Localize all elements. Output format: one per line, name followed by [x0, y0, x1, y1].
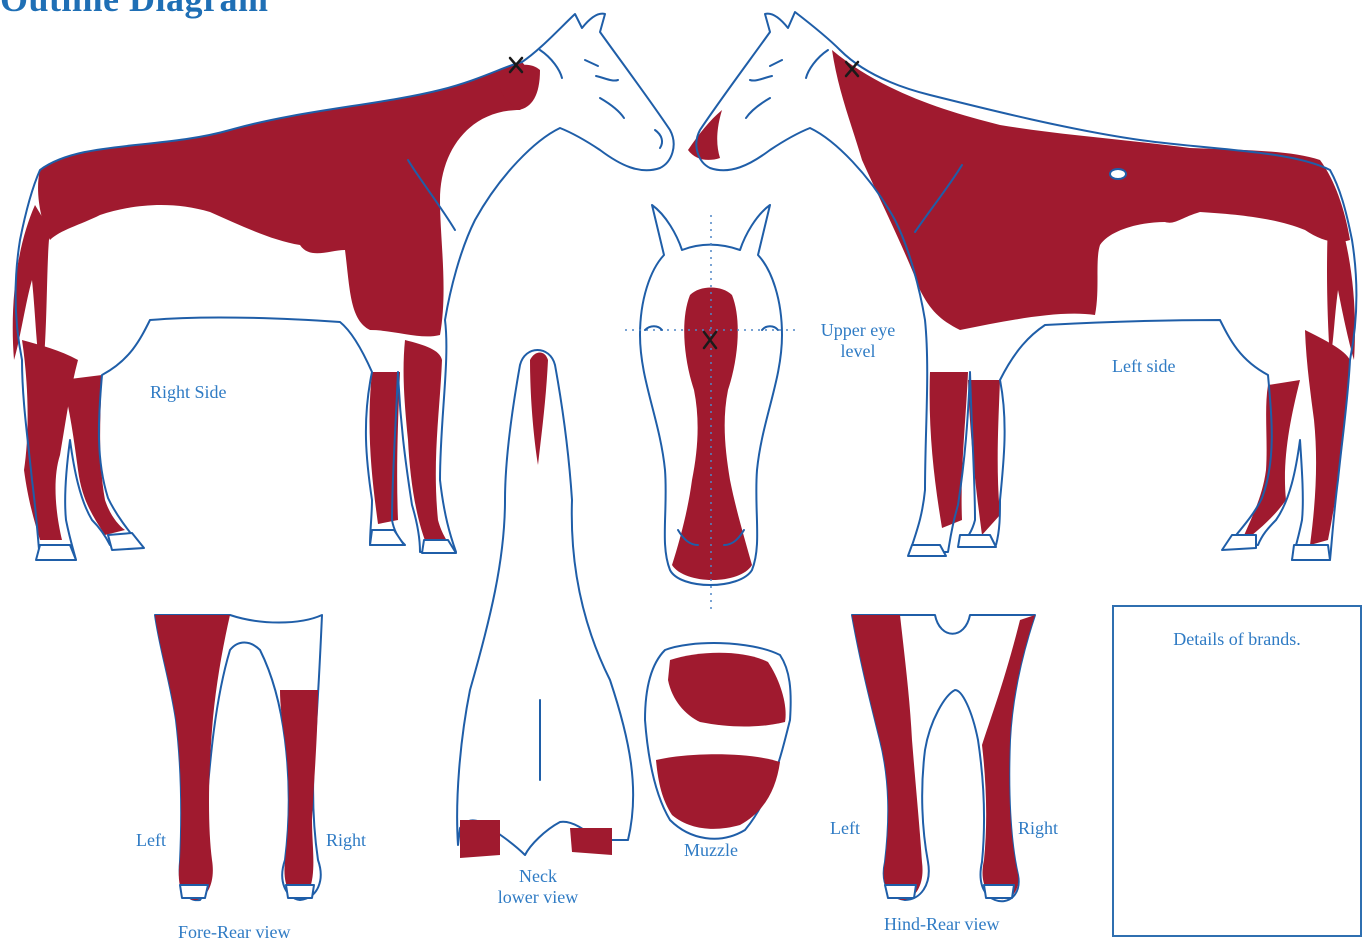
neck-lower-view-label: Neck lower view — [484, 866, 592, 908]
left-side-hoof — [1292, 545, 1330, 560]
upper-eye-level-line-1: Upper eye — [812, 320, 904, 341]
muzzle-label: Muzzle — [684, 840, 738, 861]
hind-rear-left-hoof — [885, 885, 916, 898]
muzzle-view — [645, 643, 791, 839]
right-side-eye — [585, 60, 618, 81]
right-side-fore-leg-marking — [370, 372, 400, 524]
right-side-body-outline — [16, 14, 674, 560]
fore-rear-left-label: Left — [136, 830, 166, 851]
hind-rear-left-leg-marking — [852, 615, 923, 900]
hind-rear-view-label: Hind-Rear view — [884, 914, 999, 935]
muzzle-upper-marking — [668, 653, 786, 727]
hind-rear-left-label: Left — [830, 818, 860, 839]
neck-lower-marking — [530, 353, 548, 466]
right-side-label: Right Side — [150, 382, 227, 403]
neck-lower-view — [457, 350, 633, 858]
fore-rear-right-leg-marking — [280, 690, 318, 898]
left-side-white-spot — [1110, 169, 1126, 179]
left-side-ear-line — [806, 50, 828, 78]
left-side-eye — [750, 60, 782, 81]
fore-rear-view — [155, 615, 322, 900]
left-side-horse — [688, 12, 1356, 560]
brand-details-box[interactable]: Details of brands. — [1112, 605, 1362, 937]
hind-rear-view — [852, 615, 1035, 901]
head-front-view — [625, 205, 800, 610]
left-side-cheek — [746, 98, 770, 118]
left-side-hoof — [908, 545, 946, 556]
right-side-hoof — [36, 545, 76, 560]
fore-rear-right-label: Right — [326, 830, 366, 851]
left-side-muzzle-marking — [688, 110, 722, 160]
right-side-hoof — [422, 540, 456, 553]
right-side-cheek — [600, 98, 624, 118]
hind-rear-right-label: Right — [1018, 818, 1058, 839]
neck-lower-left-foot-marking — [460, 820, 500, 858]
fore-rear-left-leg-marking — [155, 615, 230, 900]
left-side-label: Left side — [1112, 356, 1175, 377]
left-side-fore-leg-marking — [930, 372, 968, 528]
neck-lower-outline — [457, 350, 633, 855]
right-side-nostril — [655, 130, 662, 148]
right-side-ear-line — [540, 50, 562, 78]
right-side-horse — [13, 14, 674, 560]
brand-details-title: Details of brands. — [1114, 629, 1360, 650]
fore-rear-left-hoof — [180, 885, 208, 898]
left-side-hoof — [1222, 535, 1256, 550]
right-side-body-marking — [38, 62, 531, 336]
right-side-hoof — [370, 530, 404, 545]
upper-eye-level-line-2: level — [812, 341, 904, 362]
right-side-hoof — [108, 533, 144, 550]
hind-rear-right-leg-marking — [982, 615, 1035, 899]
upper-eye-level-label: Upper eye level — [812, 320, 904, 362]
left-side-body-marking — [832, 50, 1350, 330]
neck-lower-right-foot-marking — [570, 828, 612, 855]
left-side-hoof — [958, 535, 996, 547]
muzzle-lower-marking — [656, 754, 780, 829]
neck-label-line-1: Neck — [484, 866, 592, 887]
neck-label-line-2: lower view — [484, 887, 592, 908]
hind-rear-right-hoof — [984, 885, 1014, 898]
fore-rear-right-hoof — [286, 885, 314, 898]
fore-rear-view-label: Fore-Rear view — [178, 922, 290, 943]
